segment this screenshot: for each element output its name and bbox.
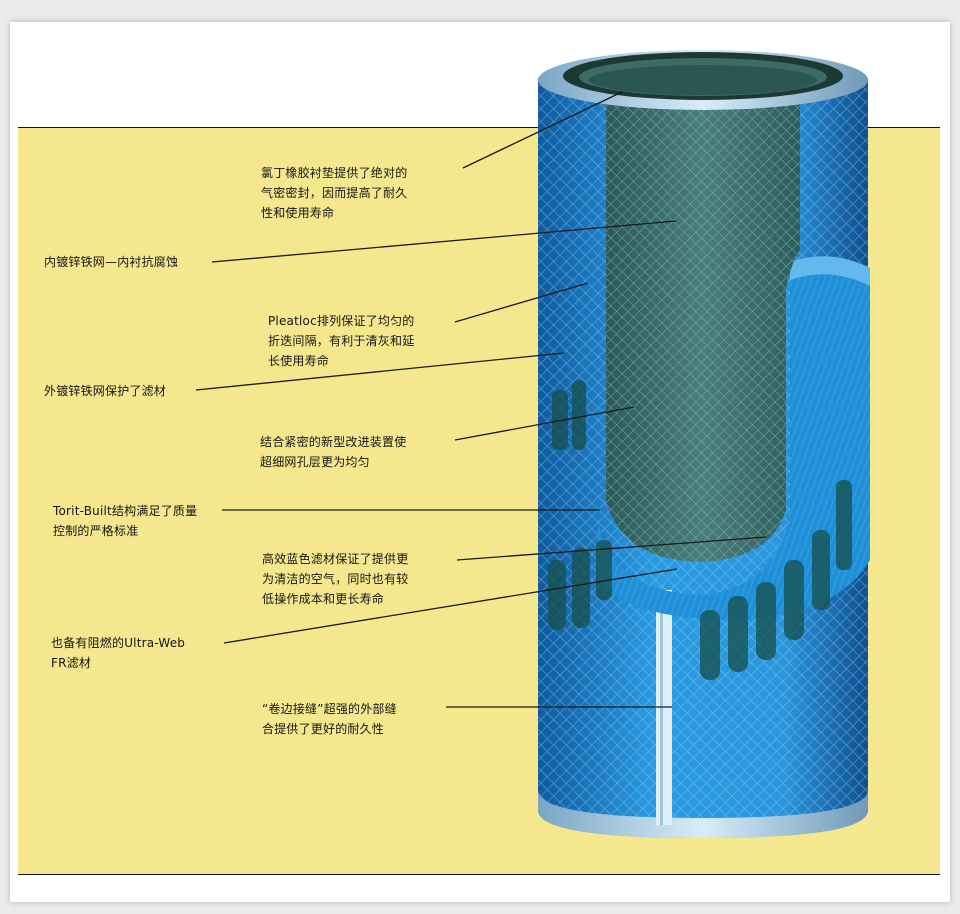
callout-bonding: 结合紧密的新型改进装置使 超细网孔层更为均匀 — [260, 435, 407, 469]
ultra-web-print — [548, 380, 852, 680]
callout-ultra-web-fr: 也备有阻燃的Ultra-Web FR滤材 — [51, 636, 186, 670]
callout-inner-mesh: 内镀锌铁网—内衬抗腐蚀 — [44, 255, 179, 269]
leader-gasket — [462, 91, 623, 169]
print-glyph — [700, 610, 720, 680]
print-glyph — [572, 380, 586, 450]
callout-blue-media: 高效蓝色滤材保证了提供更 为清洁的空气，同时也有较 低操作成本和更长寿命 — [262, 552, 409, 606]
callout-gasket: 氯丁橡胶衬垫提供了绝对的 气密密封，因而提高了耐久 性和使用寿命 — [261, 166, 408, 220]
leader-bonding — [454, 406, 635, 441]
leader-ultra-web-fr — [223, 568, 678, 644]
bottom-end-cap — [538, 790, 868, 838]
print-glyph — [548, 560, 566, 630]
inner-galvanized-mesh — [606, 70, 800, 562]
pleat-texture — [598, 100, 870, 620]
print-glyph — [836, 480, 852, 570]
callout-pleatloc: Pleatloc排列保证了均匀的 折迭间隔，有利于清灰和延 长使用寿命 — [268, 314, 415, 368]
print-glyph — [596, 540, 612, 600]
media-cut-edge — [790, 256, 870, 286]
print-glyph — [756, 582, 776, 660]
callout-torit-built: Torit-Built结构满足了质量 控制的严格标准 — [53, 504, 198, 538]
leader-lines — [195, 91, 767, 708]
print-glyph — [812, 530, 830, 610]
leader-pleatloc — [454, 282, 589, 323]
callout-outer-mesh: 外镀锌铁网保护了滤材 — [44, 384, 167, 398]
leader-outer-mesh — [195, 352, 565, 391]
leader-blue-media — [456, 536, 767, 561]
leader-inner-mesh — [211, 220, 677, 263]
print-glyph — [784, 560, 804, 640]
print-glyph — [728, 596, 748, 672]
print-glyph — [572, 548, 590, 628]
core-opening — [589, 65, 817, 95]
callout-crimp-seam: “卷边接缝”超强的外部缝 合提供了更好的耐久性 — [262, 702, 397, 736]
